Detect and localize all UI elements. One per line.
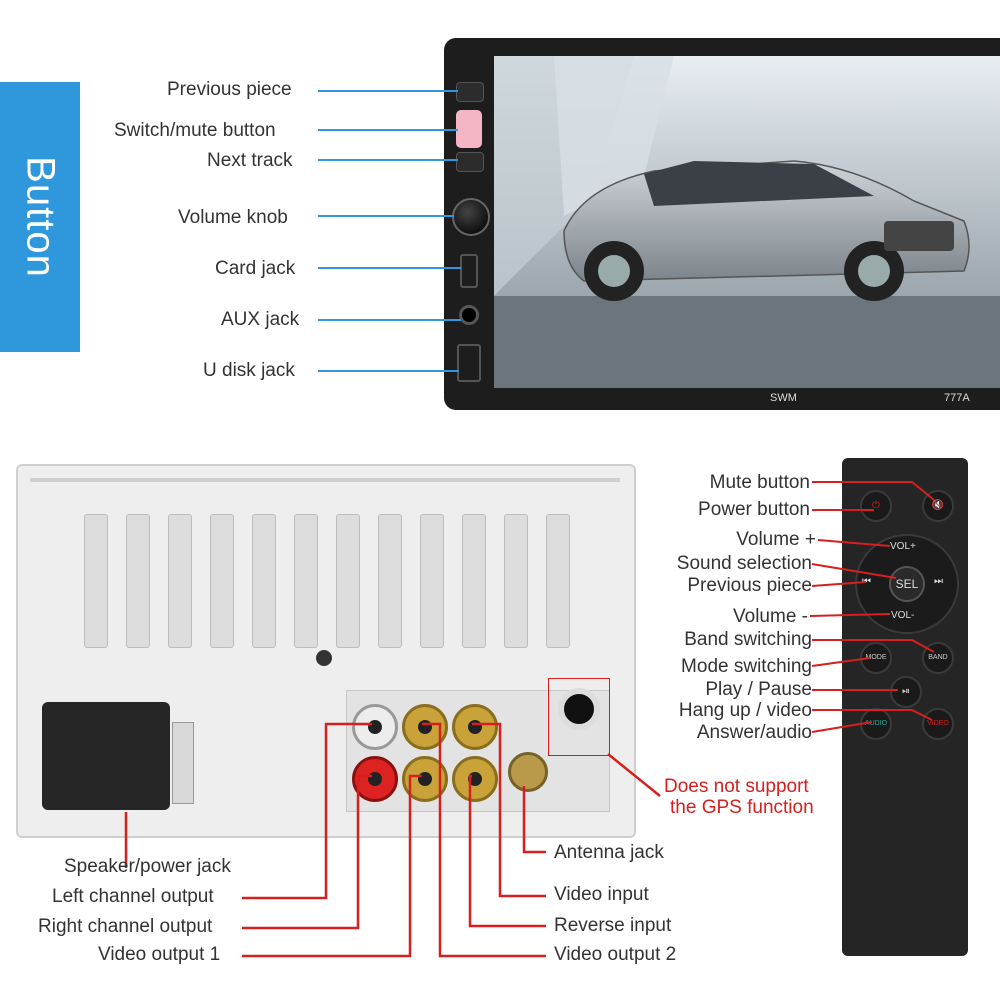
label-volume-down: Volume - bbox=[733, 606, 808, 627]
antenna-jack[interactable] bbox=[508, 752, 548, 792]
cooling-fin bbox=[84, 514, 108, 648]
fuse-holder bbox=[172, 722, 194, 804]
sound-selection-button[interactable]: SEL bbox=[889, 566, 925, 602]
cooling-fin bbox=[462, 514, 486, 648]
cooling-fin bbox=[420, 514, 444, 648]
cooling-fin bbox=[504, 514, 528, 648]
label-volume-knob: Volume knob bbox=[178, 207, 288, 228]
brand-right: 777A bbox=[944, 392, 970, 404]
cooling-fin bbox=[168, 514, 192, 648]
cooling-fin bbox=[378, 514, 402, 648]
cooling-fin bbox=[210, 514, 234, 648]
volume-up-button[interactable]: VOL+ bbox=[890, 541, 916, 552]
label-next-track: Next track bbox=[207, 150, 293, 171]
cooling-fin bbox=[546, 514, 570, 648]
label-play-pause: Play / Pause bbox=[705, 679, 812, 700]
label-left-channel-output: Left channel output bbox=[52, 886, 214, 907]
label-u-disk-jack: U disk jack bbox=[203, 360, 295, 381]
aux-jack[interactable] bbox=[459, 305, 479, 325]
gps-note-line-1: Does not support bbox=[664, 776, 809, 797]
rca-right-channel-output[interactable] bbox=[352, 756, 398, 802]
label-answer-audio: Answer/audio bbox=[696, 722, 812, 743]
rca-video-input[interactable] bbox=[452, 704, 498, 750]
direction-pad bbox=[855, 534, 959, 634]
label-band-switching: Band switching bbox=[684, 629, 812, 650]
label-speaker-power-jack: Speaker/power jack bbox=[64, 856, 231, 877]
label-previous-piece: Previous piece bbox=[167, 79, 292, 100]
cooling-fin bbox=[336, 514, 360, 648]
mounting-hole bbox=[316, 650, 332, 666]
label-antenna-jack: Antenna jack bbox=[554, 842, 664, 863]
cooling-fin bbox=[126, 514, 150, 648]
head-unit-screen bbox=[494, 56, 1000, 388]
volume-down-button[interactable]: VOL- bbox=[891, 610, 915, 621]
rear-panel-top-edge bbox=[30, 478, 620, 482]
side-tab: Button bbox=[0, 82, 80, 352]
label-video-input: Video input bbox=[554, 884, 649, 905]
label-video-output-1: Video output 1 bbox=[98, 944, 221, 965]
label-previous-piece-remote: Previous piece bbox=[687, 575, 812, 596]
cooling-fin bbox=[252, 514, 276, 648]
label-switch-mute: Switch/mute button bbox=[114, 120, 276, 141]
next-remote-button[interactable]: ⏭ bbox=[934, 576, 943, 587]
label-aux-jack: AUX jack bbox=[221, 309, 300, 330]
label-video-output-2: Video output 2 bbox=[554, 944, 677, 965]
label-hang-up-video: Hang up / video bbox=[678, 700, 812, 721]
gps-note-line-2: the GPS function bbox=[670, 797, 814, 818]
gps-highlight-box bbox=[548, 678, 610, 756]
label-power-button: Power button bbox=[698, 499, 810, 520]
label-right-channel-output: Right channel output bbox=[38, 916, 213, 937]
label-card-jack: Card jack bbox=[215, 258, 296, 279]
card-jack[interactable] bbox=[460, 254, 478, 288]
previous-piece-remote-button[interactable]: ⏮ bbox=[862, 576, 871, 587]
brand-left: SWM bbox=[770, 392, 797, 404]
label-volume-up: Volume + bbox=[736, 529, 816, 550]
u-disk-jack[interactable] bbox=[457, 344, 481, 382]
cooling-fin bbox=[294, 514, 318, 648]
rca-reverse-input[interactable] bbox=[452, 756, 498, 802]
label-reverse-input: Reverse input bbox=[554, 915, 672, 936]
label-mode-switching: Mode switching bbox=[681, 656, 812, 677]
label-sound-selection: Sound selection bbox=[676, 553, 812, 574]
switch-mute-button[interactable] bbox=[456, 110, 482, 148]
label-mute-button: Mute button bbox=[709, 472, 810, 493]
speaker-power-jack[interactable] bbox=[42, 702, 170, 810]
play-pause-button[interactable]: ⏯ bbox=[890, 676, 922, 708]
gps-port bbox=[558, 688, 600, 730]
power-button[interactable]: ⏻ bbox=[860, 490, 892, 522]
next-track-button[interactable] bbox=[456, 152, 484, 172]
hang-up-video-button[interactable]: VIDEO bbox=[922, 708, 954, 740]
